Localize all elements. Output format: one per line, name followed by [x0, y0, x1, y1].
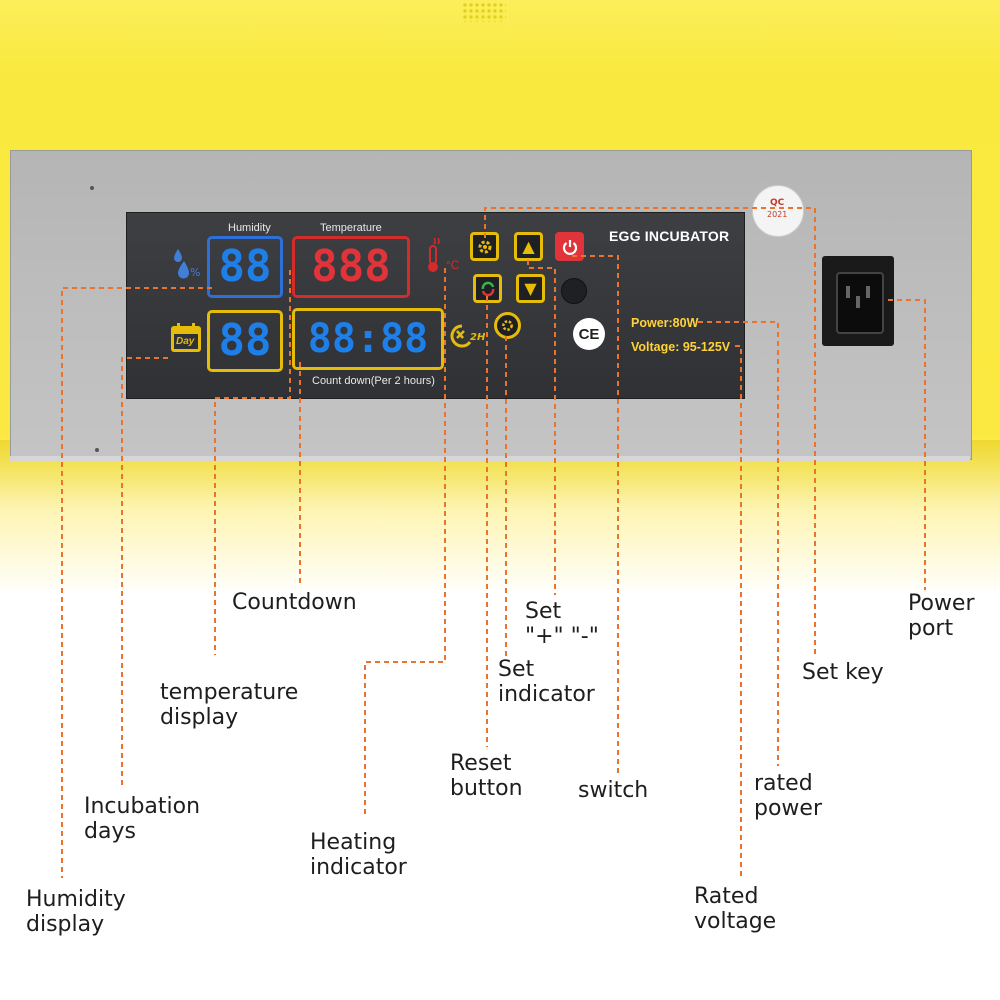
- temperature-display: 888: [292, 236, 410, 298]
- power-port[interactable]: [822, 256, 894, 346]
- set-indicator-gear-icon: [502, 320, 513, 331]
- set-key-button[interactable]: [470, 232, 499, 261]
- callout-set-indicator: Set indicator: [498, 657, 595, 707]
- temperature-digits: 888: [311, 241, 391, 292]
- callout-power-port: Power port: [908, 591, 975, 641]
- screw-dot: [95, 448, 99, 452]
- humidity-display: 88: [207, 236, 283, 298]
- screw-dot: [90, 186, 94, 190]
- celsius-unit: °C: [446, 258, 460, 272]
- socket-pin: [846, 286, 850, 298]
- ce-mark-text: CE: [578, 325, 600, 343]
- reset-icon: [481, 281, 494, 296]
- ce-mark: CE: [573, 318, 605, 350]
- gear-icon: [478, 240, 491, 253]
- callout-heating-indicator: Heating indicator: [310, 830, 407, 880]
- egg-incubator-title: EGG INCUBATOR: [609, 228, 730, 244]
- countdown-digits: 88:88: [307, 316, 429, 362]
- humidity-digits: 88: [218, 241, 272, 292]
- temperature-label: Temperature: [320, 222, 382, 234]
- countdown-caption: Count down(Per 2 hours): [312, 375, 435, 387]
- callout-reset-button: Reset button: [450, 751, 523, 801]
- day-icon-label: Day: [176, 336, 195, 347]
- callout-incubation-days: Incubation days: [84, 794, 201, 844]
- qc-year: 2021: [767, 210, 788, 219]
- two-hour-icon: [450, 322, 490, 352]
- power-rating: Power:80W: [631, 316, 699, 330]
- arrow-down-icon: ▼: [524, 279, 537, 298]
- plus-button[interactable]: ▲: [514, 232, 543, 261]
- minus-button[interactable]: ▼: [516, 274, 545, 303]
- power-socket: [836, 272, 884, 334]
- humidity-drop-icon: %: [170, 245, 204, 283]
- qc-text: QC: [770, 198, 785, 208]
- callout-temperature-display: temperature display: [160, 680, 299, 730]
- set-indicator: [494, 312, 521, 339]
- callout-humidity-display: Humidity display: [26, 887, 126, 937]
- qc-sticker: QC 2021: [752, 185, 804, 237]
- callout-rated-voltage: Rated voltage: [694, 884, 777, 934]
- callout-set-plus-minus: Set "+" "-": [525, 599, 599, 649]
- countdown-display: 88:88: [292, 308, 444, 370]
- air-vent: [462, 2, 506, 22]
- hidden-round-button[interactable]: [561, 278, 587, 304]
- callout-countdown: Countdown: [232, 590, 357, 615]
- power-switch-button[interactable]: [555, 232, 584, 261]
- callout-set-key: Set key: [802, 660, 884, 685]
- incubation-days-display: 88: [207, 310, 283, 372]
- plate-edge: [10, 456, 970, 462]
- reset-button[interactable]: [473, 274, 502, 303]
- arrow-up-icon: ▲: [522, 237, 535, 256]
- callout-switch: switch: [578, 778, 649, 803]
- power-icon: [562, 239, 577, 255]
- two-hour-label: 2H: [470, 332, 486, 343]
- days-digits: 88: [218, 315, 272, 366]
- callout-rated-power: rated power: [754, 771, 822, 821]
- socket-pin: [866, 286, 870, 298]
- socket-pin: [856, 296, 860, 308]
- voltage-rating: Voltage: 95-125V: [631, 340, 731, 354]
- svg-text:%: %: [190, 266, 200, 279]
- humidity-label: Humidity: [228, 222, 271, 234]
